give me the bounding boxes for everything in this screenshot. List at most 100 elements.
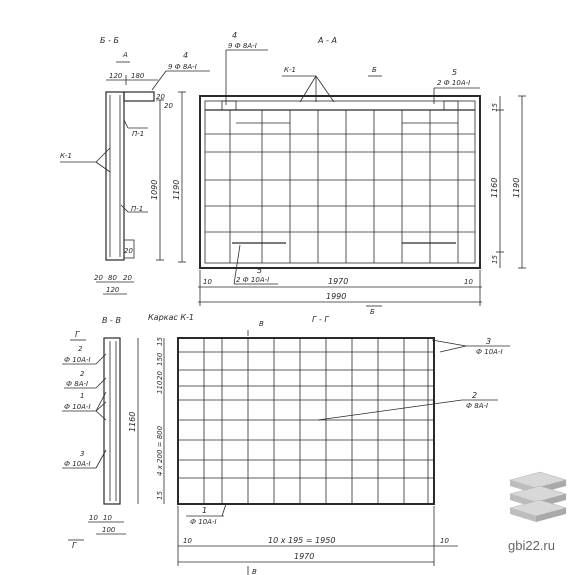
lifting-loop [443, 100, 459, 111]
dim-1970-aa: 1970 [328, 277, 348, 286]
cage-callout-3: 3 [486, 337, 491, 346]
leader-line [151, 70, 167, 91]
section-bb: Б - Б А 4 9 Ф 8А-I 120 180 20 П-1 П-1 К-… [60, 36, 210, 295]
leader-line [233, 244, 241, 285]
dim-15-bottom: 15 [491, 255, 499, 264]
dim-10-right: 10 [464, 278, 473, 286]
view-aa: А - А 4 9 Ф 8А-I К-1 Б 5 2 Ф 10А-I [198, 31, 526, 316]
callout-p1-upper: П-1 [132, 130, 144, 138]
dim-10x195: 10 х 195 = 1950 [268, 536, 335, 545]
leader-line [317, 399, 463, 421]
leader-line [95, 391, 107, 412]
dim-1990: 1990 [326, 292, 346, 301]
watermark-text: gbi22.ru [508, 538, 555, 553]
callout-k1: К-1 [60, 152, 72, 160]
view-aa-callout-5-top: 5 [452, 68, 457, 77]
view-aa-callout-4: 4 [232, 31, 237, 40]
leader-line [95, 161, 111, 173]
dim-15-bottom-cage: 15 [156, 491, 164, 500]
dim-100: 100 [102, 526, 116, 534]
section-vv-callout-2b: 2 [80, 370, 85, 378]
section-vv-mark-g-bottom: Г [72, 541, 77, 550]
dim-110: 110 [156, 380, 164, 394]
section-vv-callout-2-spec: Ф 10А-I [64, 356, 91, 364]
dim-bottom-20a: 20 [94, 274, 103, 282]
dim-10a-vv: 10 [89, 514, 98, 522]
section-vv-mark-g-top: Г [75, 330, 80, 339]
section-vv-callout-3: 3 [80, 450, 84, 458]
view-aa-callout-5-bottom: 5 [257, 266, 262, 275]
section-bb-mark-a: А [122, 51, 128, 59]
mesh-grid [205, 110, 475, 263]
dim-1160-vv: 1160 [128, 412, 137, 432]
view-aa-mark-b-bottom: Б [370, 308, 375, 316]
view-aa-title: А - А [317, 36, 337, 45]
section-bb-title: Б - Б [100, 36, 119, 45]
section-vv-callout-1-spec: Ф 10А-I [64, 403, 91, 411]
section-vv: В - В Г 2 Ф 10А-I 2 Ф 8А-I 1 Ф 10А-I 3 Ф… [62, 316, 139, 550]
dim-1970-cage: 1970 [294, 552, 314, 561]
dim-1090: 1090 [150, 180, 159, 200]
leader-line [95, 401, 107, 412]
dim-15-top-cage: 15 [156, 337, 164, 346]
leader-line [439, 345, 467, 353]
dim-20-cage: 20 [156, 371, 164, 380]
dim-bottom-80: 80 [108, 274, 117, 282]
cage-mark-v-bottom: В [252, 568, 257, 575]
cage-callout-2-spec: Ф 8А-I [466, 402, 488, 410]
leader-line [221, 503, 227, 517]
section-bb-callout-4: 4 [183, 51, 188, 60]
section-vv-title: В - В [102, 316, 121, 325]
dim-10-left: 10 [203, 278, 212, 286]
dim-15-top: 15 [491, 103, 499, 112]
lug [123, 239, 135, 259]
view-aa-callout-5-bottom-spec: 2 Ф 10А-I [236, 276, 269, 284]
dim-10b-vv: 10 [103, 514, 112, 522]
dim-1160: 1160 [490, 178, 499, 198]
cage-k1-mark-v: В [259, 320, 264, 328]
dim-bottom-120: 120 [106, 286, 120, 294]
dim-20-mid: 20 [164, 102, 173, 110]
leader-line [95, 377, 107, 389]
leader-line [123, 119, 129, 129]
dim-1190: 1190 [172, 180, 181, 200]
cage-k1-title: Каркас К-1 [148, 313, 194, 322]
view-aa-callout-4-spec: 9 Ф 8А-I [228, 42, 257, 50]
dim-20-top: 20 [156, 93, 165, 101]
leader-line [299, 75, 317, 103]
cage-callout-1: 1 [202, 506, 207, 515]
dim-10-right-cage: 10 [440, 537, 449, 545]
section-vv-callout-1: 1 [80, 392, 84, 400]
slab-inner-outline [204, 100, 476, 264]
dim-1190-aa: 1190 [512, 178, 521, 198]
lifting-loop [221, 100, 237, 111]
dim-120: 120 [109, 72, 123, 80]
leader-line [95, 353, 107, 365]
cage-callout-3-spec: Ф 10А-I [476, 348, 503, 356]
cage-callout-1-spec: Ф 10А-I [190, 518, 217, 526]
dim-180: 180 [131, 72, 145, 80]
view-aa-mark-b-top: Б [372, 66, 377, 74]
dim-4x200: 4 х 200 = 800 [156, 425, 164, 476]
view-aa-callout-5-top-spec: 2 Ф 10А-I [437, 79, 470, 87]
section-vv-callout-2: 2 [78, 345, 83, 353]
cage-k1: Каркас К-1 В Г - Г 15 1 [148, 313, 510, 575]
section-vv-outline [103, 337, 121, 505]
leader-line [315, 75, 335, 103]
leader-line [95, 410, 107, 421]
section-gg-title: Г - Г [312, 315, 329, 324]
view-aa-callout-k1: К-1 [284, 66, 296, 74]
leader-line [95, 147, 111, 163]
dim-150: 150 [156, 352, 164, 366]
cage-callout-2: 2 [472, 391, 477, 400]
callout-p1-lower: П-1 [131, 205, 143, 213]
leader-line [120, 204, 129, 213]
watermark: gbi22.ru [508, 471, 568, 553]
cage-outline [177, 337, 435, 505]
cage-mesh [178, 338, 434, 504]
section-outline [105, 91, 125, 261]
section-bb-callout-4-spec: 9 Ф 8А-I [168, 63, 197, 71]
dim-bottom-20b: 20 [123, 274, 132, 282]
